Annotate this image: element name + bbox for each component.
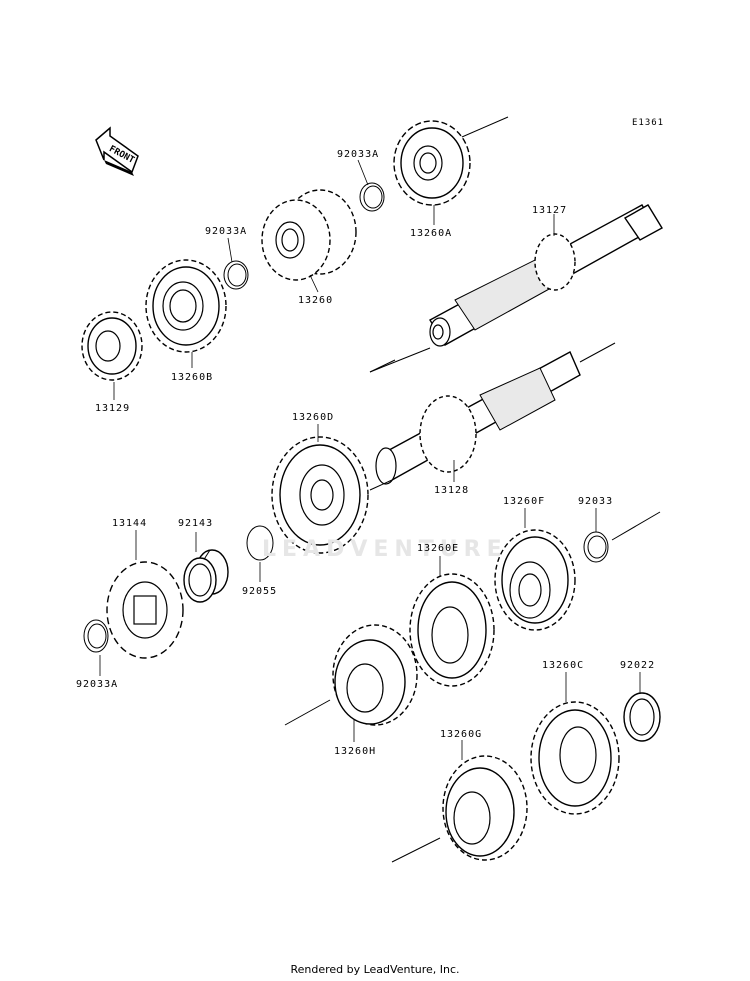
label-13260f: 13260F (503, 496, 546, 507)
circlip-92033 (583, 511, 661, 563)
label-13260a: 13260A (410, 228, 453, 239)
gear-13260c (530, 701, 620, 815)
label-92033a-bottom: 92033A (76, 679, 119, 690)
bushing-92143 (183, 549, 229, 603)
leader-lines (99, 159, 641, 760)
shaft-13128 (369, 342, 616, 491)
label-13128: 13128 (434, 485, 470, 496)
label-13129: 13129 (95, 403, 131, 414)
label-92022: 92022 (620, 660, 656, 671)
label-13260g: 13260G (440, 729, 483, 740)
gear-13260g (391, 755, 528, 863)
label-92033a-top: 92033A (337, 149, 380, 160)
label-13260: 13260 (298, 295, 334, 306)
label-13260b: 13260B (171, 372, 214, 383)
gear-13260d (271, 436, 369, 554)
diagram-code: E1361 (632, 118, 665, 128)
label-13127: 13127 (532, 205, 568, 216)
gear-13129 (81, 311, 143, 381)
circlip-92033a-top (359, 182, 385, 212)
gear-13260h (284, 624, 418, 726)
label-13144: 13144 (112, 518, 148, 529)
washer-92022 (623, 692, 661, 742)
footer-credit: Rendered by LeadVenture, Inc. (290, 963, 460, 976)
sprocket-13144 (106, 561, 184, 659)
gear-13260f (494, 529, 576, 631)
watermark: LEADVENTURE (262, 537, 508, 562)
front-arrow-icon: FRONT (95, 126, 139, 176)
label-13260e: 13260E (417, 543, 460, 554)
label-92143: 92143 (178, 518, 214, 529)
label-92033a-mid: 92033A (205, 226, 248, 237)
label-13260h: 13260H (334, 746, 377, 757)
gear-13260b (145, 259, 227, 353)
circlip-92033a-bottom (83, 619, 109, 653)
label-92055: 92055 (242, 586, 278, 597)
gear-13260 (261, 189, 357, 281)
gear-13260e (409, 573, 495, 687)
shaft-13127 (369, 204, 663, 373)
label-13260d: 13260D (292, 412, 335, 423)
gear-13260a (393, 116, 509, 206)
circlip-92033a-mid (223, 260, 249, 290)
o-ring-92055 (246, 525, 274, 561)
label-92033: 92033 (578, 496, 614, 507)
label-13260c: 13260C (542, 660, 585, 671)
